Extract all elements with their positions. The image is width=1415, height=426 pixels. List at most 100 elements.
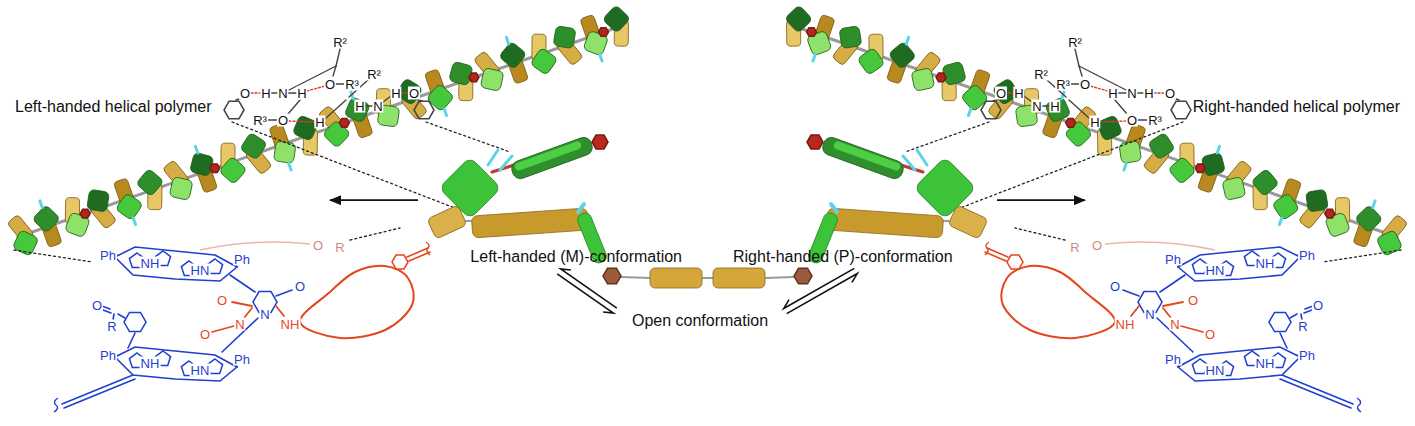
alkyne-stick [506, 37, 508, 44]
atom-label: O [408, 87, 420, 100]
atom-label: O [216, 294, 228, 307]
porphyrin-tile [911, 68, 935, 92]
porphyrin-block [713, 268, 765, 288]
bond-line [1280, 333, 1287, 348]
bond-line [230, 275, 255, 292]
atom-label: O [294, 280, 306, 293]
atom-label: O [277, 114, 289, 127]
alkyne-stick [1373, 201, 1375, 208]
atom-label: O [199, 328, 211, 341]
porphyrin-tile [942, 61, 967, 86]
stage-title: Right-handed helical polymer [1193, 98, 1400, 116]
atom-text: N [1170, 317, 1179, 332]
atom-label: H [1107, 87, 1118, 100]
atom-label: N [1126, 87, 1137, 100]
porphyrin-tile [820, 135, 905, 181]
linker-hexagon [469, 73, 479, 82]
alkyne-stick [600, 54, 602, 61]
linker-hexagon [936, 73, 946, 82]
porphyrin-tile [530, 47, 558, 75]
porphyrin-tile [602, 5, 630, 33]
atom-label: Ph [1298, 249, 1316, 262]
aryl-ring [1171, 101, 1191, 118]
bond-line [336, 83, 344, 84]
atom-label: HN [1205, 264, 1226, 277]
alkyne-stick [813, 54, 815, 61]
atom-text: Ph [1165, 352, 1181, 367]
atom-text: R² [1034, 67, 1048, 82]
bond-line [276, 290, 292, 296]
atom-label: NH [1255, 357, 1276, 370]
atom-text: Ph [234, 352, 250, 367]
zoom-dotted-line [1323, 250, 1401, 262]
atom-label: N [259, 308, 270, 321]
atom-text: H [391, 86, 400, 101]
porphyrin-tile [1148, 132, 1176, 160]
porphyrin-block [471, 208, 588, 238]
aryl-ring [414, 101, 434, 118]
bond-line [1123, 290, 1139, 296]
atom-label: O [1109, 280, 1121, 293]
atom-text: N [235, 317, 244, 332]
atom-text: H [1014, 86, 1023, 101]
atom-text: R [107, 319, 116, 334]
atom-label: NH [1255, 257, 1276, 270]
bond-line [102, 306, 110, 309]
atom-label: O [1164, 87, 1176, 100]
atom-label: NH [140, 257, 161, 270]
alkyne-stick [195, 146, 197, 153]
atom-text: HN [191, 363, 210, 378]
linker-hexagon [80, 209, 90, 218]
atom-text: N [1145, 307, 1154, 322]
linker-hexagon [210, 164, 220, 173]
linker-hexagon [339, 118, 349, 127]
atom-label: O [91, 299, 103, 312]
atom-text: O [240, 86, 250, 101]
atom-label: O [1126, 114, 1138, 127]
linker-hexagon [794, 268, 812, 284]
alkyne-stick [1124, 163, 1126, 170]
atom-label: O [1187, 294, 1199, 307]
atom-label: O [1079, 78, 1091, 91]
bond-line [1069, 100, 1089, 118]
bond-line [1282, 375, 1353, 404]
atom-text: H [355, 99, 364, 114]
chain-break [1357, 398, 1361, 412]
atom-text: R³ [1056, 77, 1070, 92]
porphyrin-tile [888, 41, 916, 69]
benzo-ring [1269, 312, 1291, 331]
stage-label: Right-handed (P)-conformation [725, 140, 997, 268]
alkyne-stick [1279, 218, 1281, 225]
hydrogen-bond [307, 86, 325, 91]
atom-label: H [1049, 100, 1060, 113]
atom-label: HN [190, 264, 211, 277]
atom-label: O [239, 87, 251, 100]
alkyne-stick [903, 156, 915, 170]
stage-title: Right-handed (P)-conformation [733, 248, 953, 266]
atom-text: NH [1256, 356, 1275, 371]
left-artwork [7, 5, 708, 412]
zoom-dotted-line [955, 122, 1183, 210]
alkyne-stick [831, 204, 837, 212]
zoom-dotted-line [1015, 228, 1065, 240]
backbone-link [621, 277, 650, 278]
bond-line [1079, 66, 1082, 76]
bond-line [1115, 100, 1127, 114]
chain-break [985, 242, 989, 255]
reaction-arrow [997, 199, 1085, 201]
porphyrin-ring [115, 347, 237, 381]
atom-text: O [200, 327, 210, 342]
chain-break [54, 398, 58, 412]
atom-label: HN [1205, 364, 1226, 377]
alkyne-stick [133, 218, 135, 225]
atom-text: NH [1256, 256, 1275, 271]
atom-text: NH [141, 356, 160, 371]
linker-hexagon [807, 135, 823, 149]
porphyrin-tile [1168, 156, 1196, 184]
atom-text: NH [141, 256, 160, 271]
porphyrin-tile [115, 193, 143, 221]
porphyrin-tile [449, 61, 474, 86]
